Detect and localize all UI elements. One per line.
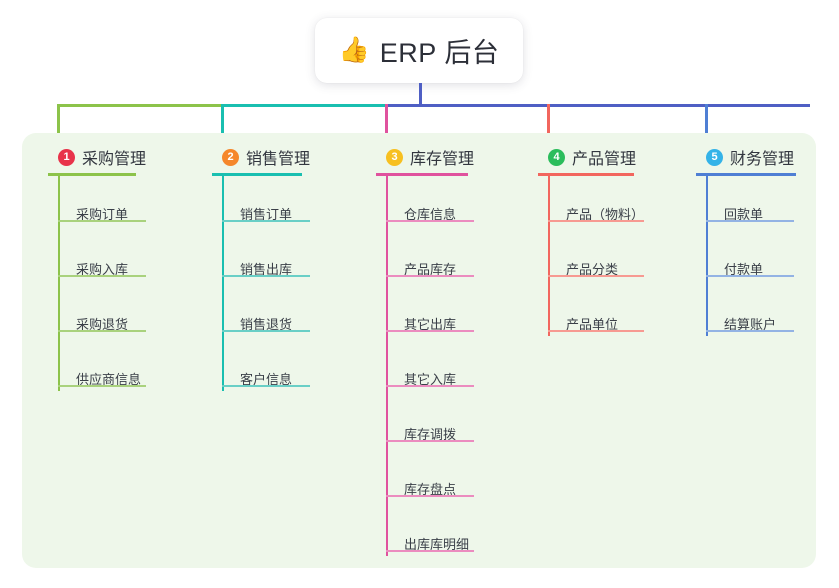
- root-node[interactable]: 👍 ERP 后台: [315, 18, 523, 83]
- branch-title: 财务管理: [730, 151, 795, 168]
- branch-item-rule: [548, 330, 644, 332]
- branch-drop-1: [57, 104, 60, 155]
- branch-header-1[interactable]: 1 采购管理: [58, 145, 146, 169]
- branch-spine: [386, 173, 388, 556]
- branch-item-rule: [386, 275, 474, 277]
- branch-header-4[interactable]: 4 产品管理: [548, 145, 636, 169]
- bus-end-cap: [806, 104, 810, 107]
- branch-spine: [706, 173, 708, 336]
- branch-drop-3: [385, 104, 388, 155]
- branch-item[interactable]: 其它入库: [404, 372, 457, 387]
- branch-item[interactable]: 供应商信息: [76, 372, 142, 387]
- branch-item[interactable]: 客户信息: [240, 372, 293, 387]
- branch-item-rule: [706, 275, 794, 277]
- branch-item[interactable]: 产品（物料）: [566, 207, 645, 222]
- thumbs-up-icon: 👍: [338, 36, 370, 64]
- branch-number-badge: 5: [706, 148, 723, 166]
- branch-header-rule: [696, 173, 796, 176]
- branch-item[interactable]: 回款单: [724, 207, 764, 222]
- branch-item-rule: [222, 220, 310, 222]
- branch-item[interactable]: 付款单: [724, 262, 764, 277]
- branch-item[interactable]: 销售出库: [240, 262, 293, 277]
- branch-number-badge: 2: [222, 148, 239, 166]
- branch-item[interactable]: 采购退货: [76, 317, 129, 332]
- bus-segment-2: [222, 104, 386, 107]
- branch-item-rule: [548, 275, 644, 277]
- branch-item-rule: [386, 330, 474, 332]
- root-stem-connector: [419, 83, 422, 105]
- branch-item-rule: [386, 385, 474, 387]
- branch-header-2[interactable]: 2 销售管理: [222, 145, 310, 169]
- branch-item[interactable]: 产品分类: [566, 262, 619, 277]
- branch-item[interactable]: 出库库明细: [404, 537, 470, 552]
- branches-panel: [22, 133, 816, 568]
- bus-segment-1: [58, 104, 222, 107]
- branch-item-rule: [58, 220, 146, 222]
- branch-header-5[interactable]: 5 财务管理: [706, 145, 794, 169]
- branch-item-rule: [222, 385, 310, 387]
- branch-title: 销售管理: [246, 151, 311, 168]
- branch-number-badge: 1: [58, 148, 75, 166]
- branch-title: 库存管理: [410, 151, 475, 168]
- branch-item-rule: [548, 220, 644, 222]
- branch-item[interactable]: 采购入库: [76, 262, 129, 277]
- branch-item[interactable]: 库存调拨: [404, 427, 457, 442]
- branch-spine: [58, 173, 60, 391]
- branch-number-badge: 4: [548, 148, 565, 166]
- branch-header-rule: [538, 173, 634, 176]
- branch-title: 采购管理: [82, 151, 147, 168]
- branch-item-rule: [706, 220, 794, 222]
- branch-item-rule: [386, 495, 474, 497]
- bus-segment-3: [386, 104, 548, 107]
- branch-number-badge: 3: [386, 148, 403, 166]
- branch-title: 产品管理: [572, 151, 637, 168]
- branch-item-rule: [58, 275, 146, 277]
- branch-item-rule: [222, 330, 310, 332]
- branch-item[interactable]: 采购订单: [76, 207, 129, 222]
- branch-item-rule: [222, 275, 310, 277]
- branch-item-rule: [58, 330, 146, 332]
- branch-item[interactable]: 库存盘点: [404, 482, 457, 497]
- branch-item-rule: [58, 385, 146, 387]
- branch-item-rule: [386, 440, 474, 442]
- branch-spine: [548, 173, 550, 336]
- branch-item-rule: [386, 220, 474, 222]
- branch-header-3[interactable]: 3 库存管理: [386, 145, 474, 169]
- root-node-label: ERP 后台: [379, 38, 500, 68]
- branch-header-rule: [212, 173, 302, 176]
- branch-item[interactable]: 销售退货: [240, 317, 293, 332]
- branch-item-rule: [386, 550, 474, 552]
- branch-drop-4: [547, 104, 550, 155]
- branch-item[interactable]: 仓库信息: [404, 207, 457, 222]
- branch-item-rule: [706, 330, 794, 332]
- branch-header-rule: [48, 173, 136, 176]
- bus-segment-5: [706, 104, 810, 107]
- branch-header-rule: [376, 173, 468, 176]
- branch-item[interactable]: 其它出库: [404, 317, 457, 332]
- branch-item[interactable]: 产品库存: [404, 262, 457, 277]
- branch-item[interactable]: 结算账户: [724, 317, 777, 332]
- branch-drop-2: [221, 104, 224, 155]
- branch-drop-5: [705, 104, 708, 155]
- branch-item[interactable]: 产品单位: [566, 317, 619, 332]
- branch-spine: [222, 173, 224, 391]
- bus-segment-4: [548, 104, 708, 107]
- branch-item[interactable]: 销售订单: [240, 207, 293, 222]
